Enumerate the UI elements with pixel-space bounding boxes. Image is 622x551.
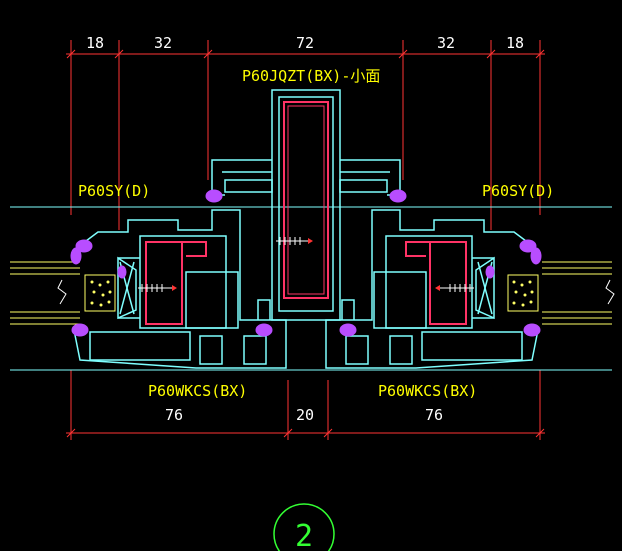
right-reinforcement-hook	[405, 241, 430, 257]
glass-break-marks	[57, 279, 615, 305]
label-right-sash: P60SY(D)	[482, 182, 554, 200]
fixing-screws	[138, 237, 474, 292]
top-dimension-texts: 18 32 72 32 18	[86, 34, 524, 52]
dim-top-4: 32	[437, 34, 455, 52]
label-center-mullion: P60JQZT(BX)-小面	[242, 67, 380, 85]
bottom-dimension-texts: 76 20 76	[165, 406, 443, 424]
label-left-frame: P60WKCS(BX)	[148, 382, 247, 400]
bottom-dimension-chain	[66, 370, 545, 440]
dim-top-3: 72	[296, 34, 314, 52]
wall-guide-lines	[10, 206, 612, 371]
detail-circle	[273, 503, 335, 551]
dim-bottom-1: 76	[165, 406, 183, 424]
left-reinforcement	[145, 241, 183, 325]
dim-bottom-2: 20	[296, 406, 314, 424]
right-reinforcement	[429, 241, 467, 325]
label-left-sash: P60SY(D)	[78, 182, 150, 200]
screw-tips	[172, 238, 440, 291]
glass-spacers	[84, 274, 539, 312]
dim-bottom-3: 76	[425, 406, 443, 424]
right-frame-profile	[325, 209, 539, 369]
gaskets	[70, 189, 542, 337]
top-dimension-chain	[66, 40, 545, 230]
dim-top-5: 18	[506, 34, 524, 52]
profile-labels: P60JQZT(BX)-小面 P60SY(D) P60SY(D) P60WKCS…	[78, 67, 554, 400]
dim-top-2: 32	[154, 34, 172, 52]
center-reinforcement-inner	[287, 105, 325, 295]
detail-number: 2	[295, 519, 313, 551]
glass-panes	[10, 261, 612, 325]
left-frame-profile	[73, 209, 287, 369]
left-reinforcement-hook	[182, 241, 207, 257]
label-right-frame: P60WKCS(BX)	[378, 382, 477, 400]
center-reinforcement	[283, 101, 329, 299]
spacer-desiccant	[90, 280, 534, 307]
dim-top-1: 18	[86, 34, 104, 52]
center-mullion-profile	[211, 89, 401, 321]
